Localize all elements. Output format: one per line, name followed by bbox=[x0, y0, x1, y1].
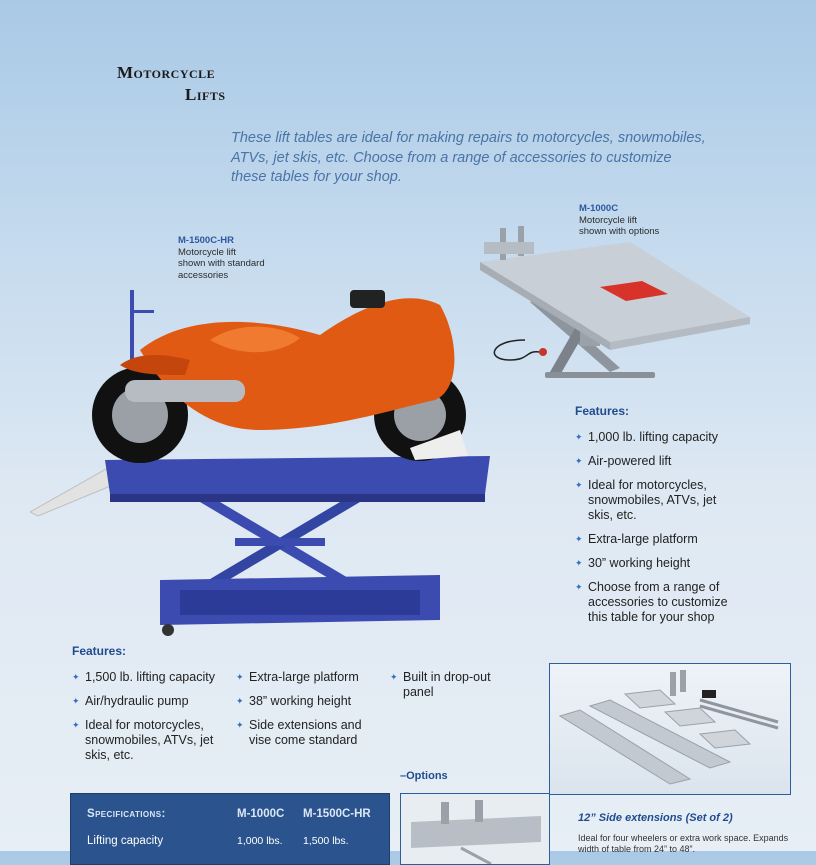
side-extensions-image bbox=[558, 670, 779, 785]
list-item: 1,500 lb. lifting capacity bbox=[72, 670, 222, 685]
list-item: Side extensions and vise come standard bbox=[236, 718, 374, 748]
list-item: Ideal for motorcycles, snowmobiles, ATVs… bbox=[72, 718, 220, 763]
specifications-table: Specifications: M-1000C M-1500C-HR Lifti… bbox=[70, 793, 390, 865]
specs-cell: 1,000 lbs. bbox=[237, 835, 283, 847]
intro-text: These lift tables are ideal for making r… bbox=[231, 130, 706, 185]
list-item: 30” working height bbox=[575, 556, 750, 571]
specs-col-header: M-1000C bbox=[237, 808, 285, 820]
caption-model: M-1000C bbox=[579, 203, 619, 214]
specs-cell: 1,500 lbs. bbox=[303, 835, 349, 847]
list-item: 1,000 lb. lifting capacity bbox=[575, 430, 750, 445]
list-item: Air-powered lift bbox=[575, 454, 750, 469]
m1500c-hr-lift-image bbox=[30, 290, 490, 636]
caption-line: accessories bbox=[178, 269, 229, 281]
specs-row-label: Lifting capacity bbox=[87, 835, 164, 847]
features-left-col1: 1,500 lb. lifting capacity Air/hydraulic… bbox=[72, 670, 222, 772]
list-item: Choose from a range of accessories to cu… bbox=[575, 580, 738, 625]
title-line-2: Lifts bbox=[185, 85, 226, 104]
features-right-heading: Features: bbox=[575, 404, 630, 418]
list-item: Built in drop-out panel bbox=[390, 670, 503, 700]
caption-line: shown with options bbox=[579, 226, 660, 237]
caption-line: shown with standard bbox=[178, 258, 265, 269]
features-left-col2: Extra-large platform 38” working height … bbox=[236, 670, 376, 757]
caption-m1500c-hr: M-1500C-HR Motorcycle lift shown with st… bbox=[178, 235, 265, 281]
options-label: –Options bbox=[400, 770, 448, 782]
list-item: Extra-large platform bbox=[236, 670, 376, 685]
caption-line: Motorcycle lift bbox=[579, 214, 638, 226]
title-line-1: Motorcycle bbox=[117, 63, 216, 82]
page-title: Motorcycle Lifts bbox=[117, 62, 226, 106]
list-item: Extra-large platform bbox=[575, 532, 750, 547]
accessory-title: 12” Side extensions (Set of 2) bbox=[578, 812, 733, 824]
caption-m1000c: M-1000C Motorcycle lift shown with optio… bbox=[579, 203, 659, 238]
accessory-description: Ideal for four wheelers or extra work sp… bbox=[578, 833, 789, 854]
list-item: Ideal for motorcycles, snowmobiles, ATVs… bbox=[575, 478, 728, 523]
features-left-col3: Built in drop-out panel bbox=[390, 670, 510, 709]
option-image-box bbox=[400, 793, 550, 865]
accessories-image-box bbox=[549, 663, 791, 795]
features-right-list: 1,000 lb. lifting capacity Air-powered l… bbox=[575, 430, 750, 634]
specs-heading: Specifications: bbox=[87, 808, 166, 820]
caption-line: Motorcycle lift bbox=[178, 246, 237, 258]
vise-option-image bbox=[411, 800, 541, 864]
caption-model: M-1500C-HR bbox=[178, 235, 234, 246]
list-item: 38” working height bbox=[236, 694, 376, 709]
features-left-heading: Features: bbox=[72, 644, 127, 658]
m1000c-lift-image bbox=[480, 226, 750, 378]
specs-col-header: M-1500C-HR bbox=[303, 808, 371, 820]
list-item: Air/hydraulic pump bbox=[72, 694, 222, 709]
